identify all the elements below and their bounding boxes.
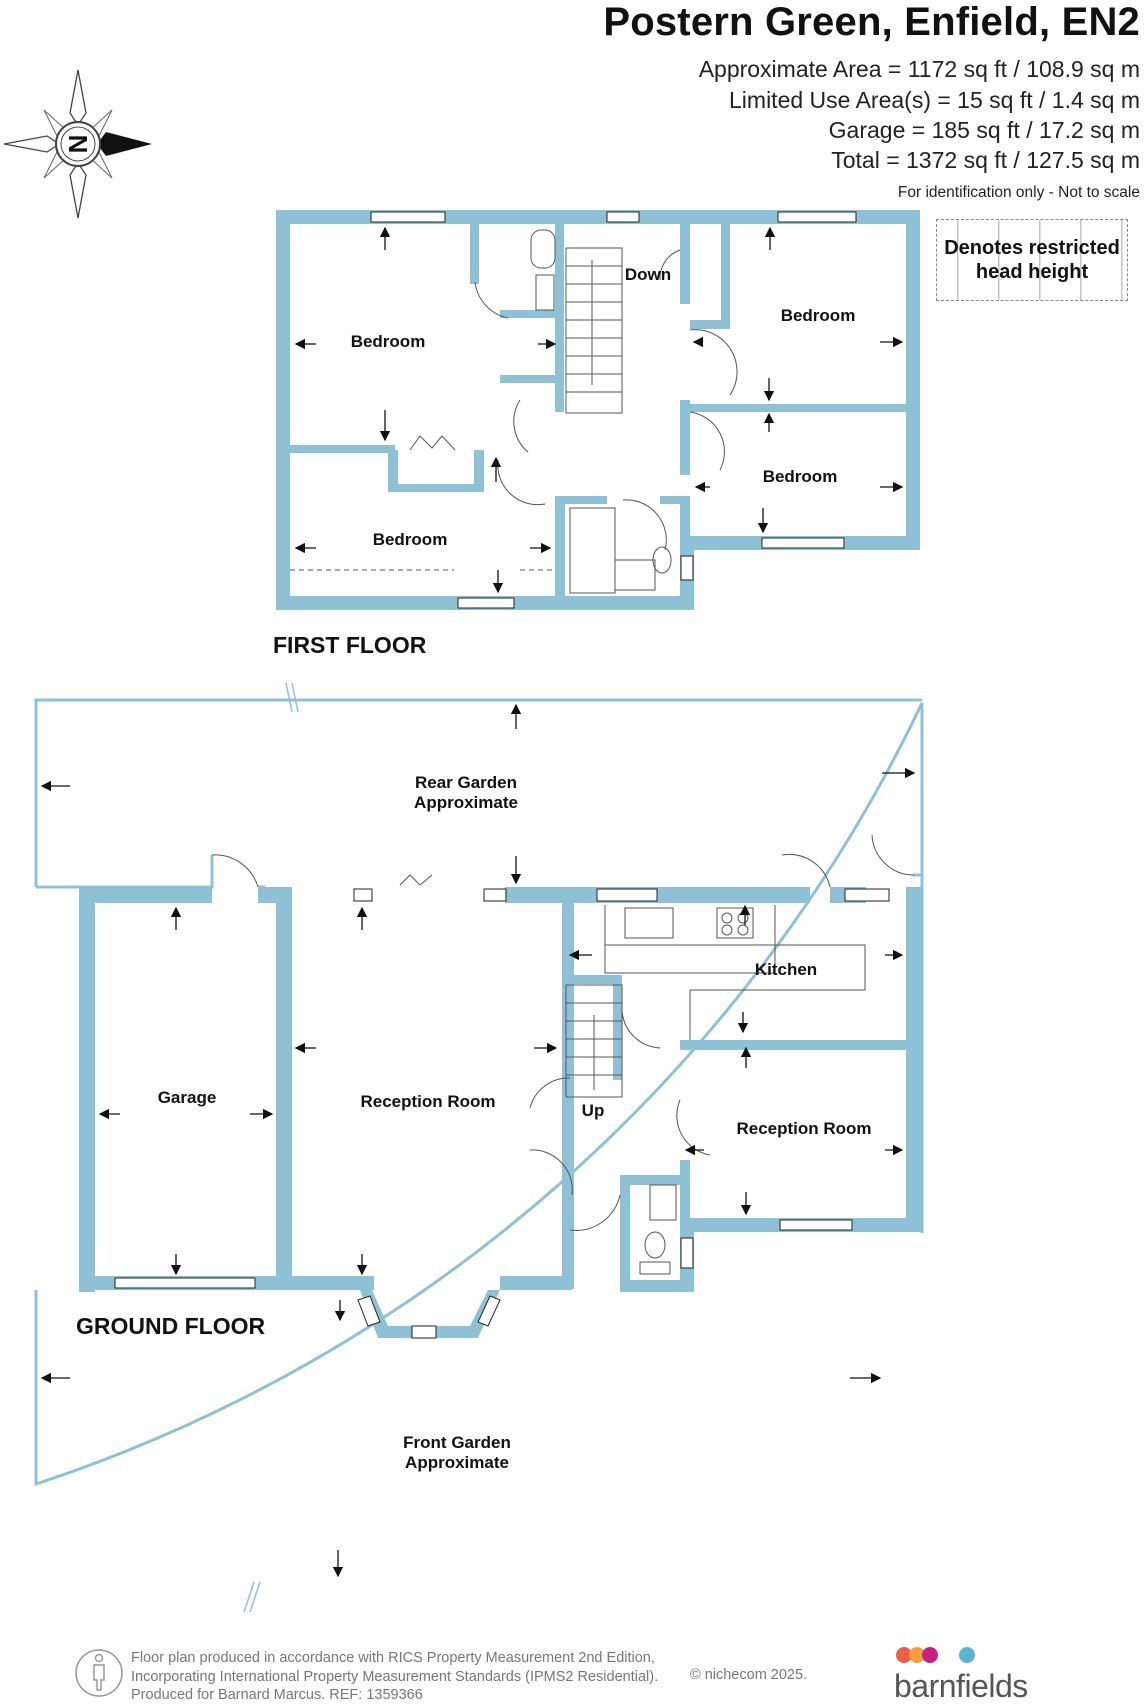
reception-room-main-label: Reception Room <box>360 1092 496 1111</box>
restricted-legend-text: Denotes restricted head height <box>944 237 1120 283</box>
front-garden-approx-label: Approximate <box>405 1453 509 1472</box>
restricted-head-height-legend: Denotes restricted head height <box>936 219 1128 301</box>
approximate-area: Approximate Area = 1172 sq ft / 108.9 sq… <box>698 56 1140 82</box>
first-floor-doors <box>290 229 738 594</box>
limited-use-area: Limited Use Area(s) = 15 sq ft / 1.4 sq … <box>729 87 1140 113</box>
dimension-arrows <box>40 226 916 1578</box>
boundary-break-marks <box>243 682 299 1613</box>
ground-floor-walls <box>79 887 922 1338</box>
page-title: Postern Green, Enfield, EN2 <box>603 0 1140 44</box>
room-label-bedroom-2: Bedroom <box>780 306 856 325</box>
stairs-down-label: Down <box>624 265 672 284</box>
room-label-bedroom-1: Bedroom <box>350 332 426 351</box>
compass-north-label: N <box>63 134 93 154</box>
total-area: Total = 1372 sq ft / 127.5 sq m <box>831 147 1140 173</box>
room-label-bedroom-3: Bedroom <box>762 467 838 486</box>
footer-line-3: Produced for Barnard Marcus. REF: 135936… <box>131 1687 423 1703</box>
room-label-bedroom-4: Bedroom <box>372 530 448 549</box>
footer-line-2: Incorporating International Property Mea… <box>131 1668 659 1685</box>
accessibility-person-icon <box>75 1649 123 1697</box>
ground-floor-windows <box>114 888 890 1339</box>
rear-garden-label: Rear Garden <box>414 773 518 792</box>
kitchen-label: Kitchen <box>754 960 818 979</box>
copyright-text: © nichecom 2025. <box>690 1667 808 1683</box>
brand-logo-dots <box>896 1647 975 1663</box>
reception-room-second-label: Reception Room <box>736 1119 872 1138</box>
first-floor-heading: FIRST FLOOR <box>273 632 427 658</box>
garage-area: Garage = 185 sq ft / 17.2 sq m <box>828 117 1140 143</box>
brand-logo-text: barnfields <box>894 1668 1028 1704</box>
ground-floor-heading: GROUND FLOOR <box>76 1313 266 1339</box>
stairs-up-label: Up <box>581 1101 605 1120</box>
ground-floor-stairs <box>565 984 623 1098</box>
garage-label: Garage <box>157 1088 217 1107</box>
ground-floor-fittings <box>211 834 915 1275</box>
rear-garden-approx-label: Approximate <box>414 793 518 812</box>
front-garden-label: Front Garden <box>403 1433 511 1452</box>
compass-icon <box>3 69 152 219</box>
scale-disclaimer: For identification only - Not to scale <box>897 184 1140 201</box>
first-floor-walls <box>276 210 920 610</box>
first-floor-stairs <box>565 247 623 414</box>
footer-notes: Floor plan produced in accordance with R… <box>131 1649 658 1705</box>
first-floor-windows <box>370 211 857 609</box>
footer-line-1: Floor plan produced in accordance with R… <box>131 1650 655 1666</box>
